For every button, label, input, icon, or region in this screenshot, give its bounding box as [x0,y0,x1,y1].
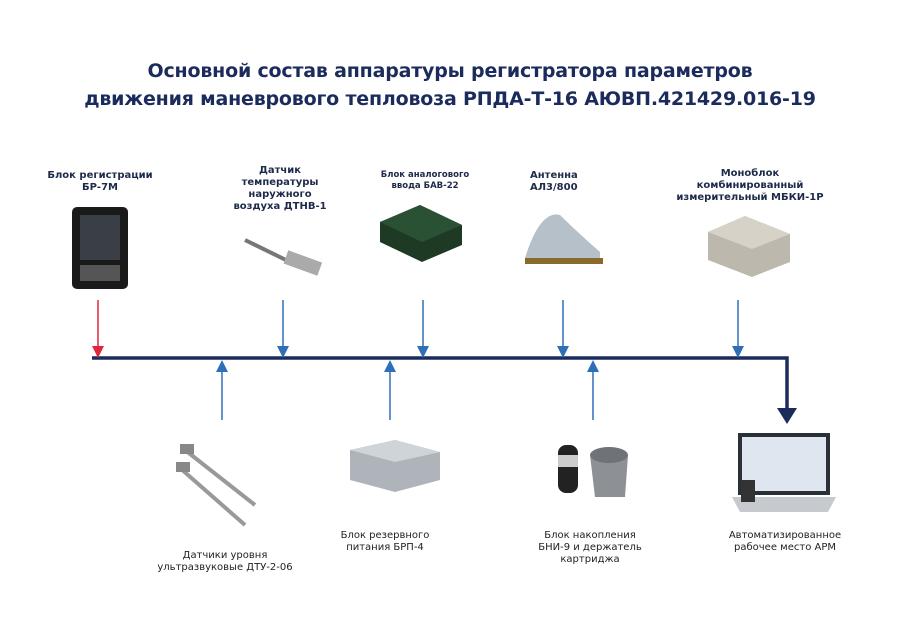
analog-block-icon [380,205,462,262]
display-unit-icon [72,207,128,289]
storage-block-icon [558,445,628,497]
bus-arrowhead [777,408,797,424]
monoblock-icon [708,216,790,277]
laptop-icon [732,433,836,512]
title-line-2: движения маневрового тепловоза РПДА-Т-16… [84,88,816,110]
power-block-icon [350,440,440,492]
data-bus [92,356,789,410]
antenna-icon [525,214,603,264]
title-line-1: Основной состав аппаратуры регистратора … [147,60,753,82]
level-sensor-icon [176,444,257,527]
temperature-sensor-icon [244,238,323,276]
